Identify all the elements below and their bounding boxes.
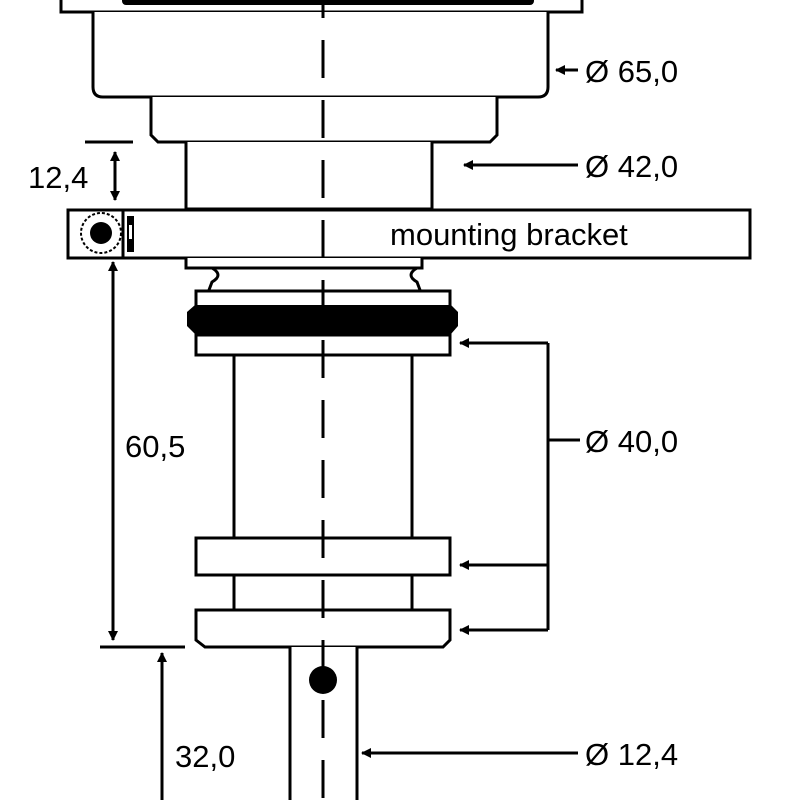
dim-h320: 32,0	[157, 652, 235, 800]
mounting-bracket-label: mounting bracket	[390, 217, 628, 252]
dim-d65: Ø 65,0	[555, 54, 678, 89]
o-ring	[187, 305, 458, 334]
dim-d40: Ø 40,0	[459, 338, 678, 635]
dim-d65-label: Ø 65,0	[585, 54, 678, 89]
dim-h320-label: 32,0	[175, 739, 235, 774]
dim-h605: 60,5	[100, 261, 185, 649]
dim-h124: 12,4	[28, 140, 133, 201]
main-body	[91, 12, 550, 99]
dim-h605-label: 60,5	[125, 429, 185, 464]
dim-d42: Ø 42,0	[463, 149, 678, 184]
dim-d40-label: Ø 40,0	[585, 424, 678, 459]
dim-d12-label: Ø 12,4	[585, 737, 678, 772]
dim-d12: Ø 12,4	[361, 737, 678, 772]
dim-h124-label: 12,4	[28, 160, 88, 195]
bracket-screw-icon	[80, 212, 122, 254]
dim-d42-label: Ø 42,0	[585, 149, 678, 184]
shaft-dot	[309, 666, 337, 694]
neck	[184, 142, 434, 211]
mounting-bracket: mounting bracket	[66, 208, 752, 260]
